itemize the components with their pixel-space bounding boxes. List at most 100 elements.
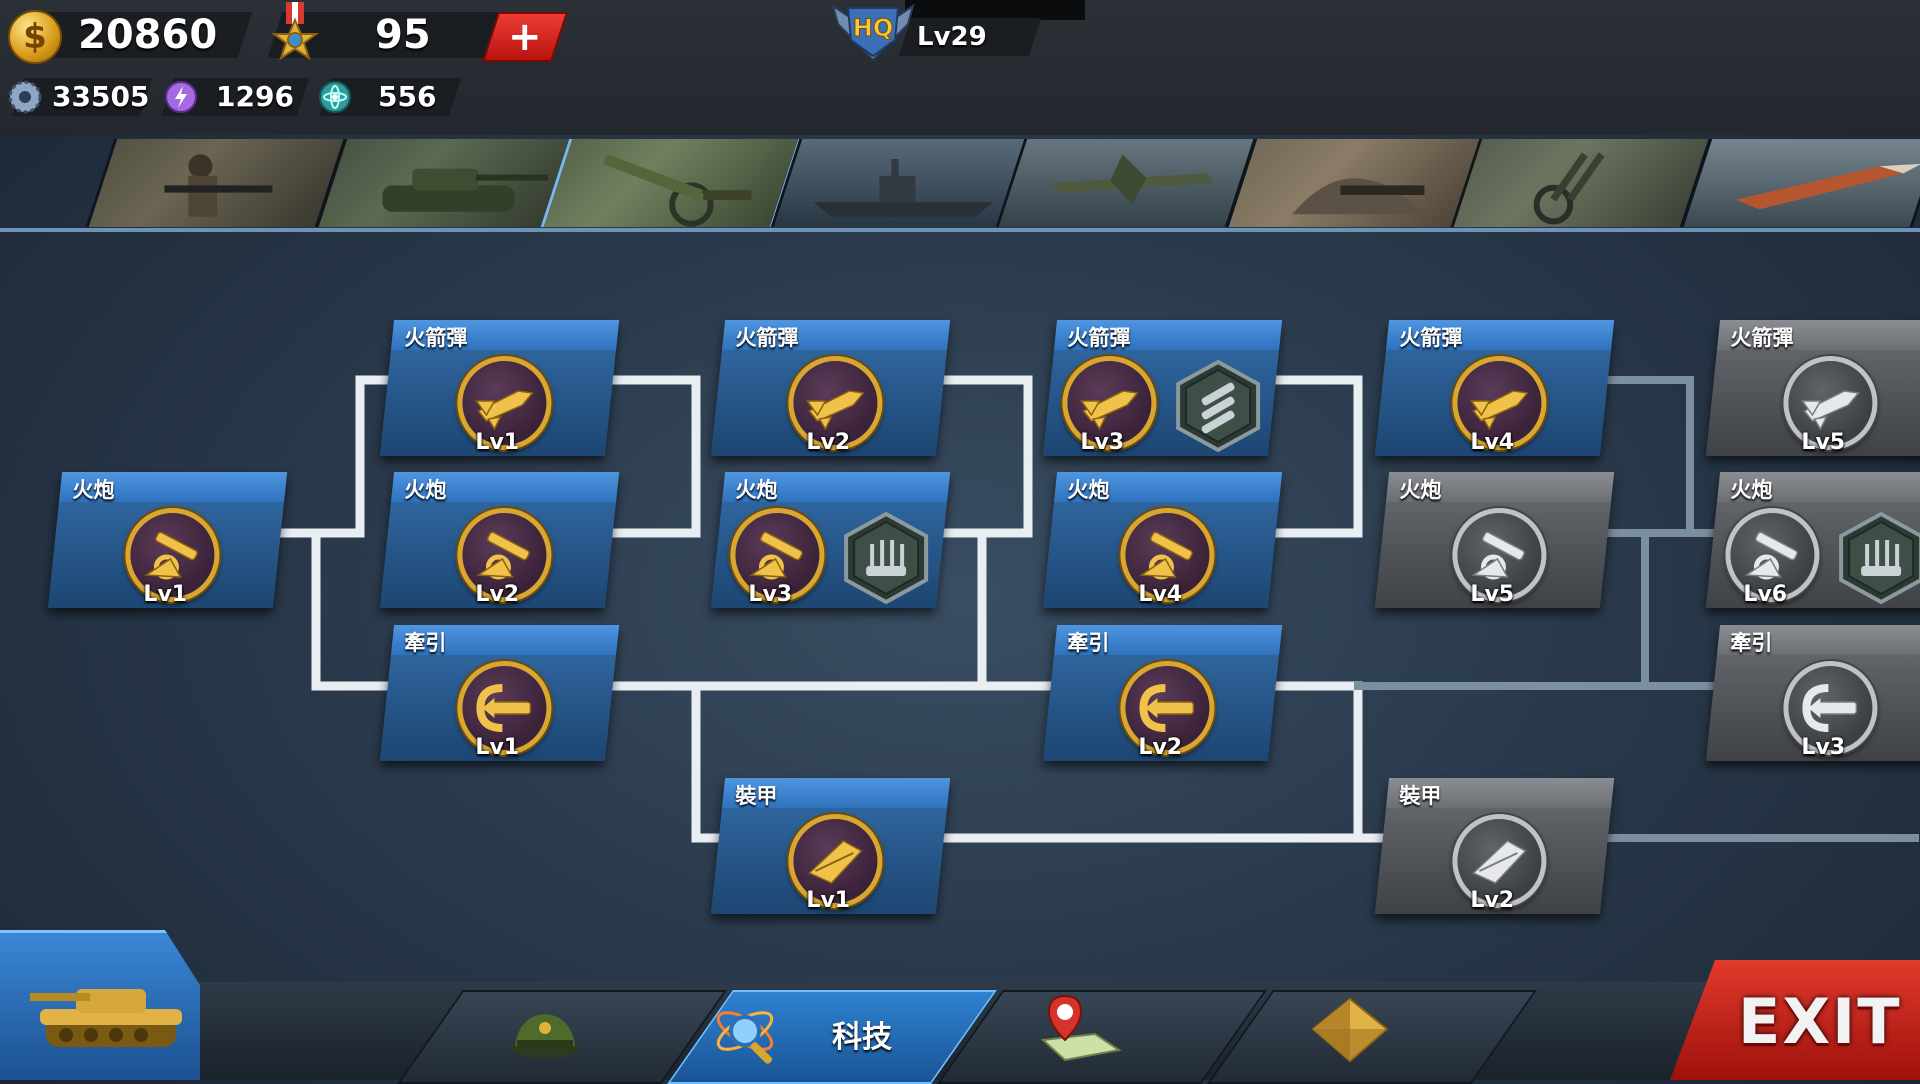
node-title: 火炮 [1399, 478, 1442, 502]
hq-level: HQ Lv29 [825, 0, 1085, 62]
tech-node-rocket-3[interactable]: 火箭彈 Lv3 [1042, 320, 1283, 456]
tab-missile[interactable] [1680, 139, 1920, 227]
cannon-icon [730, 508, 825, 602]
tow-icon [1783, 661, 1878, 755]
node-level: Lv4 [1470, 430, 1515, 455]
node-title: 火箭彈 [404, 326, 468, 350]
node-level: Lv1 [475, 430, 520, 455]
tech-node-tow-2[interactable]: 牽引 Lv2 [1042, 625, 1283, 761]
node-level: Lv1 [475, 735, 520, 760]
unit-tank-button[interactable] [0, 930, 200, 1080]
medal-amount: 95 [375, 12, 431, 58]
node-title: 火箭彈 [1399, 326, 1463, 350]
cannon-icon [1120, 508, 1215, 602]
aircraft-icon [1050, 154, 1214, 205]
tech-node-cannon-5[interactable]: 火炮 Lv5 [1374, 472, 1615, 608]
tab-artillery[interactable] [540, 139, 802, 227]
node-title: 火箭彈 [1067, 326, 1131, 350]
tab-anti-air[interactable] [1450, 139, 1712, 227]
anti-air-gun-icon [1837, 510, 1920, 606]
rocket-icon [788, 356, 883, 450]
node-title: 牽引 [1067, 631, 1110, 655]
diamond-icon [1311, 997, 1389, 1063]
node-level: Lv2 [806, 430, 851, 455]
tab-battleship[interactable] [770, 139, 1032, 227]
tech-node-rocket-4[interactable]: 火箭彈 Lv4 [1374, 320, 1615, 456]
map-pin-icon [1040, 994, 1122, 1062]
node-title: 火炮 [1730, 478, 1773, 502]
armor-icon [1452, 814, 1547, 908]
exit-button[interactable] [1670, 960, 1920, 1080]
hq-top-strip [905, 0, 1085, 20]
rocket-icon [1452, 356, 1547, 450]
node-level: Lv2 [1138, 735, 1183, 760]
gold-coin-icon: $ [8, 10, 62, 64]
tech-node-cannon-1[interactable]: 火炮 Lv1 [47, 472, 288, 608]
tech-node-armor-2[interactable]: 裝甲 Lv2 [1374, 778, 1615, 914]
node-title: 牽引 [1730, 631, 1773, 655]
node-title: 裝甲 [735, 784, 778, 808]
anti-air-icon [1533, 152, 1605, 225]
hq-shield-icon: HQ [831, 3, 915, 62]
energy-amount: 1296 [216, 80, 294, 113]
node-level: Lv2 [1470, 888, 1515, 913]
tech-node-armor-1[interactable]: 裝甲 Lv1 [710, 778, 951, 914]
node-title: 火炮 [404, 478, 447, 502]
node-title: 火炮 [735, 478, 778, 502]
atom-icon [319, 81, 351, 113]
tab-aircraft[interactable] [995, 139, 1257, 227]
artillery-icon [602, 154, 752, 227]
node-title: 牽引 [404, 631, 447, 655]
cannon-icon [457, 508, 552, 602]
missile-pack-icon [1174, 358, 1262, 454]
tab-underline [0, 228, 1920, 232]
tank-unit-icon [30, 989, 182, 1047]
rocket-icon [457, 356, 552, 450]
node-level: Lv1 [806, 888, 851, 913]
battleship-icon [813, 159, 994, 217]
cannon-icon [1725, 508, 1820, 602]
cannon-icon [1452, 508, 1547, 602]
officer-cap-icon [511, 1014, 579, 1058]
bunker-icon [1292, 178, 1425, 215]
gear-icon [8, 80, 42, 114]
node-title: 火箭彈 [1730, 326, 1794, 350]
tech-node-tow-1[interactable]: 牽引 Lv1 [379, 625, 620, 761]
tab-bunker[interactable] [1225, 139, 1487, 227]
node-level: Lv5 [1801, 430, 1846, 455]
hq-level-label: Lv29 [917, 22, 987, 52]
tech-node-cannon-6[interactable]: 火炮 Lv6 [1705, 472, 1920, 608]
hq-badge-text: HQ [853, 14, 894, 42]
rocket-icon [1783, 356, 1878, 450]
node-level: Lv4 [1138, 582, 1183, 607]
armor-icon [788, 814, 883, 908]
tech-node-rocket-5[interactable]: 火箭彈 Lv5 [1705, 320, 1920, 456]
cannon-icon [125, 508, 220, 602]
node-level: Lv6 [1743, 582, 1788, 607]
node-level: Lv5 [1470, 582, 1515, 607]
node-level: Lv2 [475, 582, 520, 607]
tank-icon [382, 168, 548, 212]
category-tabs [0, 135, 1920, 230]
node-title: 火炮 [72, 478, 115, 502]
gear-amount: 33505 [52, 80, 150, 113]
tab-infantry[interactable] [85, 139, 347, 227]
tab-tank[interactable] [315, 139, 577, 227]
atom-amount: 556 [378, 80, 437, 113]
node-level: Lv1 [143, 582, 188, 607]
tech-node-cannon-2[interactable]: 火炮 Lv2 [379, 472, 620, 608]
node-level: Lv3 [1080, 430, 1125, 455]
top-hud: $ 20860 95 + 33505 1296 556 HQ [0, 0, 1920, 135]
infantry-icon [164, 154, 273, 217]
gold-amount: 20860 [78, 12, 218, 58]
tech-node-rocket-1[interactable]: 火箭彈 Lv1 [379, 320, 620, 456]
node-title: 裝甲 [1399, 784, 1442, 808]
tech-magnifier-icon [716, 1011, 774, 1064]
rocket-icon [1062, 356, 1157, 450]
anti-air-gun-icon [842, 510, 930, 606]
